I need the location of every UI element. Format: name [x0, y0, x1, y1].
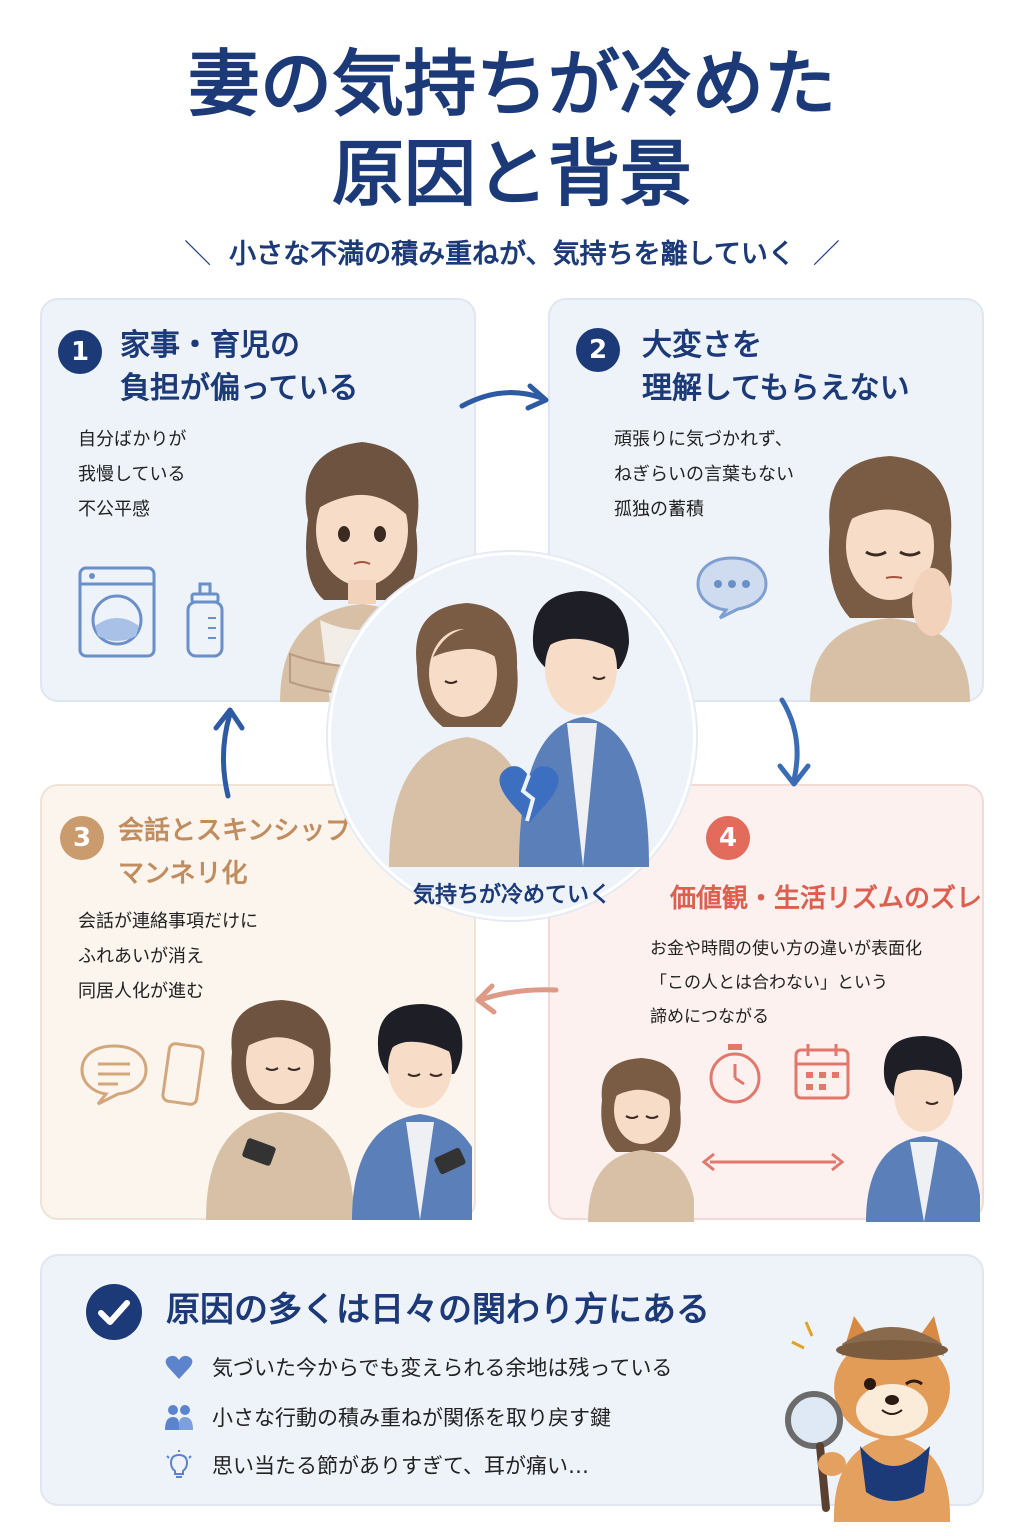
- summary-item: 小さな行動の積み重ねが関係を取り戻す鍵: [212, 1406, 611, 1430]
- flow-arrow-1-to-2: [459, 383, 549, 411]
- heart-icon: [165, 1355, 193, 1379]
- card-description: お金や時間の使い方の違いが表面化 「この人とは合わない」という 諦めにつながる: [650, 932, 922, 1034]
- center-circle: 気持ちが冷めていく: [328, 552, 696, 920]
- flow-arrow-2-to-4: [777, 697, 811, 787]
- summary-item: 思い当たる節がありすぎて、耳が痛い…: [212, 1454, 589, 1478]
- card-desc-line: 会話が連絡事項だけに: [78, 911, 258, 932]
- tired-woman-illustration: [810, 456, 970, 702]
- page-title-line2: 原因と背景: [331, 132, 692, 216]
- card-number-badge: 1: [58, 330, 102, 374]
- summary-title: 原因の多くは日々の関わり方にある: [166, 1290, 710, 1330]
- smartphone-icon: [161, 1042, 205, 1106]
- card-description: 頑張りに気づかれず、 ねぎらいの言葉もない 孤独の蓄積: [614, 422, 794, 527]
- chat-icon: [80, 1044, 148, 1106]
- card-desc-line: 我慢している: [78, 464, 186, 485]
- center-caption: 気持ちが冷めていく: [412, 883, 611, 908]
- summary-panel: 原因の多くは日々の関わり方にある 気づいた今からでも変えられる余地は残っている …: [40, 1254, 984, 1506]
- checkmark-icon: [86, 1284, 142, 1340]
- stopwatch-icon: [709, 1044, 761, 1104]
- woman-illustration: [588, 1058, 694, 1222]
- card-number-badge: 2: [576, 328, 620, 372]
- card-desc-line: 孤独の蓄積: [614, 499, 704, 520]
- card-heading-line: 家事・育児の: [120, 328, 300, 363]
- card-heading-line: 負担が偏っている: [120, 371, 359, 406]
- card-heading: 価値観・生活リズムのズレ: [670, 878, 982, 921]
- card-heading-line: マンネリ化: [118, 859, 248, 889]
- people-icon: [165, 1405, 193, 1430]
- flow-arrow-3-to-1: [213, 707, 245, 799]
- card-number-badge: 3: [60, 816, 104, 860]
- subtitle: ＼ 小さな不満の積み重ねが、気持ちを離していく ／: [0, 232, 1024, 271]
- summary-item: 気づいた今からでも変えられる余地は残っている: [212, 1356, 673, 1380]
- couple-on-phones-illustration: [206, 1000, 472, 1220]
- card-heading: 会話とスキンシップ マンネリ化: [118, 810, 351, 896]
- double-arrow-icon: [701, 1152, 845, 1172]
- card-desc-line: ふれあいが消え: [78, 946, 204, 967]
- speech-bubble-icon: [696, 556, 768, 620]
- subtitle-text: 小さな不満の積み重ねが、気持ちを離していく: [229, 239, 795, 270]
- card-number-badge: 4: [706, 816, 750, 860]
- washing-machine-icon: [78, 566, 156, 658]
- card-heading-line: 理解してもらえない: [642, 371, 910, 406]
- card-heading: 大変さを 理解してもらえない: [642, 324, 910, 410]
- card-heading-line: 会話とスキンシップ: [118, 816, 352, 846]
- card-heading-line: 大変さを: [642, 328, 762, 363]
- card-desc-line: 諦めにつながる: [650, 1007, 769, 1027]
- baby-bottle-icon: [186, 582, 224, 658]
- card-description: 自分ばかりが 我慢している 不公平感: [78, 422, 186, 527]
- card-desc-line: 同居人化が進む: [78, 981, 204, 1002]
- shiba-detective-mascot: [785, 1316, 951, 1522]
- lightbulb-icon: [166, 1450, 192, 1478]
- subtitle-left-mark: ＼: [184, 239, 212, 270]
- card-desc-line: 不公平感: [78, 499, 150, 520]
- card-heading: 家事・育児の 負担が偏っている: [120, 324, 359, 410]
- subtitle-right-mark: ／: [812, 239, 840, 270]
- couple-back-to-back-illustration: [389, 591, 649, 867]
- card-desc-line: お金や時間の使い方の違いが表面化: [650, 939, 922, 959]
- cause-card-4: 4 価値観・生活リズムのズレ お金や時間の使い方の違いが表面化 「この人とは合わ…: [548, 784, 984, 1222]
- card-desc-line: 自分ばかりが: [78, 429, 187, 450]
- flow-arrow-4-to-3: [475, 983, 559, 1015]
- man-illustration: [866, 1036, 980, 1222]
- card-desc-line: 頑張りに気づかれず、: [614, 429, 793, 450]
- card-heading-line: 価値観・生活リズムのズレ: [670, 884, 983, 914]
- card-desc-line: 「この人とは合わない」という: [650, 973, 888, 993]
- page-title-line1: 妻の気持ちが冷めた: [187, 42, 836, 126]
- card-description: 会話が連絡事項だけに ふれあいが消え 同居人化が進む: [78, 904, 258, 1009]
- calendar-icon: [794, 1044, 850, 1100]
- card-desc-line: ねぎらいの言葉もない: [614, 464, 794, 485]
